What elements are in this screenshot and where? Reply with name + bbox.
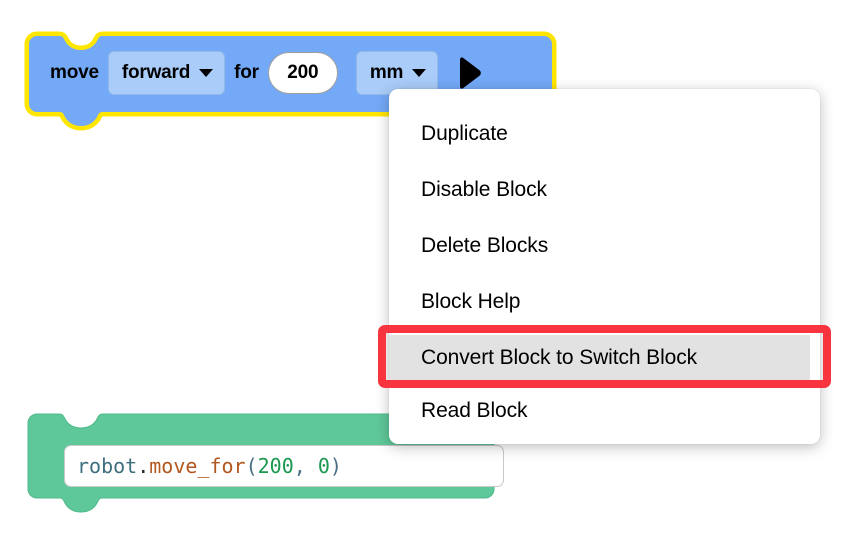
direction-dropdown[interactable]: forward [107,51,226,95]
block-context-menu[interactable]: Duplicate Disable Block Delete Blocks Bl… [389,89,820,444]
units-dropdown-value: mm [369,62,404,83]
distance-input[interactable]: 200 [267,52,338,94]
menu-item-convert-block-to-switch-block-label: Convert Block to Switch Block [421,346,698,369]
play-icon[interactable] [457,56,483,90]
code-token-dot: . [137,454,150,478]
distance-input-value: 200 [287,62,319,83]
code-token-close-paren: ) [329,454,342,478]
units-dropdown[interactable]: mm [355,51,439,95]
menu-item-read-block[interactable]: Read Block [389,389,820,433]
code-token-number-2: 0 [317,454,330,478]
menu-item-duplicate[interactable]: Duplicate [389,112,820,156]
chevron-down-icon [199,69,214,77]
menu-item-read-block-label: Read Block [421,399,528,422]
code-token-number-1: 200 [257,454,294,478]
code-text-field[interactable]: robot.move_for(200, 0) [64,445,504,487]
code-token-space [306,454,318,478]
menu-item-disable-block-label: Disable Block [421,178,547,201]
move-block-label-move: move [50,62,99,83]
menu-item-convert-block-to-switch-block[interactable]: Convert Block to Switch Block [389,335,810,381]
direction-dropdown-value: forward [121,62,191,83]
menu-item-delete-blocks[interactable]: Delete Blocks [389,224,820,268]
menu-item-duplicate-label: Duplicate [421,122,508,145]
code-token-open-paren: ( [245,454,258,478]
menu-item-block-help-label: Block Help [421,290,521,313]
menu-item-disable-block[interactable]: Disable Block [389,168,820,212]
code-token-function: move_for [149,454,246,478]
chevron-down-icon [412,69,427,77]
code-token-comma: , [293,454,306,478]
code-token-object: robot [77,454,138,478]
move-block-label-for: for [234,62,259,83]
code-block[interactable]: robot.move_for(200, 0) [24,410,504,520]
menu-item-block-help[interactable]: Block Help [389,280,820,324]
menu-item-delete-blocks-label: Delete Blocks [421,234,549,257]
